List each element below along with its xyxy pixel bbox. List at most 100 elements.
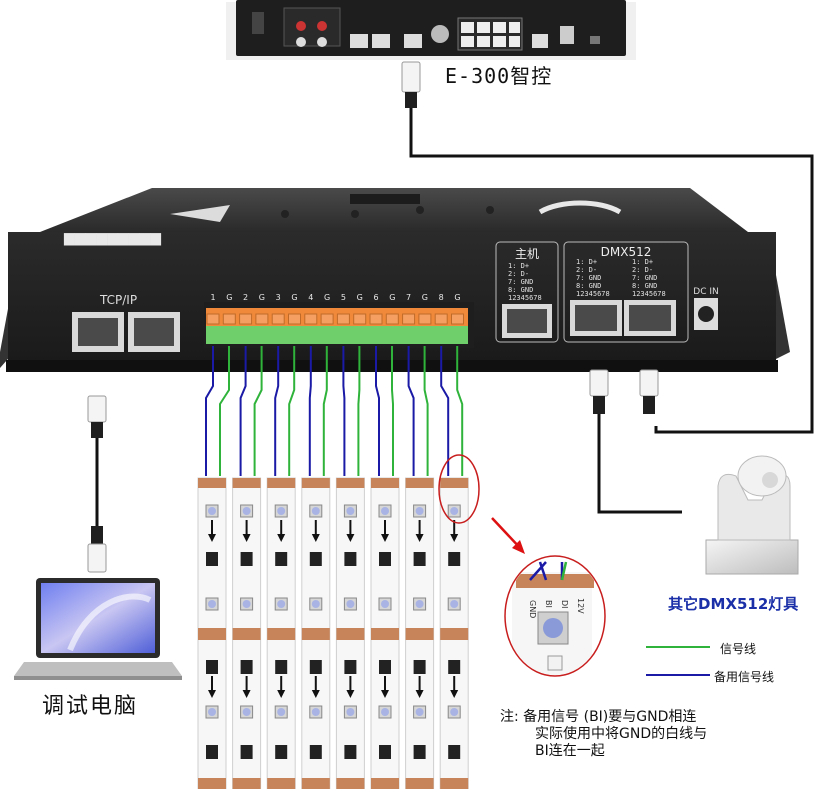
laptop-icon: [14, 578, 182, 680]
backup-wire: [308, 346, 312, 476]
terminal-label: G: [259, 293, 265, 302]
pin-label: 1: D+: [576, 258, 597, 266]
e300-cable: [409, 152, 814, 434]
arrow-down-icon: [311, 690, 320, 698]
pin-label: 7: GND: [576, 274, 601, 282]
terminal-label: 1: [210, 293, 215, 302]
arrow-down-icon: [208, 690, 216, 698]
svg-text:▆▆▆▆▆▆▆▆▆: ▆▆▆▆▆▆▆▆▆: [63, 230, 161, 246]
pin-label: 8: GND: [632, 282, 657, 290]
backup-wire: [239, 346, 247, 476]
arrow-down-icon: [381, 690, 389, 698]
pin-label: 2: D-: [576, 266, 597, 274]
note-line-1: 注: 备用信号 (BI)要与GND相连: [500, 709, 697, 725]
backup-wire: [407, 346, 415, 476]
pin-label: 7: GND: [508, 278, 533, 286]
terminal-screw: [434, 313, 448, 325]
pin-label: 8: GND: [508, 286, 533, 294]
dmx-fixture-label: 其它DMX512灯具: [668, 595, 799, 613]
signal-wire: [357, 346, 361, 476]
zoom-pad-12v: 12V: [576, 598, 585, 614]
arrow-down-icon: [450, 690, 459, 698]
terminal-label: G: [324, 293, 330, 302]
e300-rj45-plug: [401, 61, 421, 154]
terminal-screw: [288, 313, 301, 325]
arrow-down-icon: [242, 690, 251, 698]
dc-in: DC IN: [693, 287, 719, 330]
signal-wire: [456, 346, 464, 476]
arrow-down-icon: [346, 690, 355, 698]
terminal-label: G: [454, 293, 460, 302]
pin-label: 1: D+: [508, 262, 529, 270]
terminal-screw: [255, 313, 269, 325]
pin-label: 1: D+: [632, 258, 653, 266]
debug-computer-label: 调试电脑: [42, 694, 139, 719]
e300-label: E-300智控: [445, 64, 553, 88]
signal-wires: [205, 346, 464, 476]
highlight-circle: [438, 454, 480, 524]
backup-wire: [274, 346, 280, 476]
dmx-label: DMX512: [601, 245, 652, 259]
terminal-label: G: [389, 293, 395, 302]
terminal-screw: [336, 313, 350, 325]
legend-signal-label: 信号线: [720, 642, 757, 656]
backup-wire: [205, 346, 214, 476]
legend-backup-label: 备用信号线: [714, 670, 775, 684]
arrow-down-icon: [242, 534, 251, 542]
pin-label: 2: D-: [508, 270, 529, 278]
led-strip: [405, 477, 435, 789]
terminal-screw: [320, 313, 334, 325]
laptop-cable: [87, 395, 107, 573]
led-strip: [232, 477, 262, 789]
signal-wire: [391, 346, 394, 476]
terminal-label: 3: [276, 293, 281, 302]
terminal-screw: [402, 313, 416, 325]
note-line-3: BI连在一起: [535, 743, 605, 759]
arrow-down-icon: [415, 534, 424, 542]
arrow-down-icon: [208, 534, 216, 542]
strip-zoom-detail: GND BI DI 12V: [504, 555, 606, 677]
terminal-label: 4: [308, 293, 313, 302]
pin-label: 12345678: [508, 294, 542, 302]
terminal-screw: [418, 313, 432, 325]
backup-wire: [375, 346, 380, 476]
terminal-label: G: [226, 293, 232, 302]
terminal-label: 5: [341, 293, 346, 302]
zoom-pad-bi: BI: [544, 600, 553, 608]
arrow-down-icon: [277, 534, 286, 542]
dmx-fixture-icon: [705, 455, 799, 575]
pin-label: 8: GND: [576, 282, 601, 290]
pin-label: 12345678: [632, 290, 666, 298]
red-arrow-icon: [491, 517, 525, 554]
terminal-label: G: [291, 293, 297, 302]
dmx-plug-right: [639, 369, 659, 414]
arrow-down-icon: [415, 690, 424, 698]
arrow-down-icon: [277, 690, 286, 698]
led-strip: [439, 477, 469, 789]
terminal-screw: [271, 313, 285, 325]
terminal-screw: [451, 313, 464, 325]
terminal-screw: [304, 313, 318, 325]
led-strip: [335, 477, 365, 789]
arrow-down-icon: [311, 534, 320, 542]
terminal-label: G: [357, 293, 363, 302]
led-strip: [301, 477, 331, 789]
terminal-label: 2: [243, 293, 248, 302]
terminal-label: 6: [373, 293, 378, 302]
signal-wire: [288, 346, 296, 476]
signal-wire: [219, 346, 230, 476]
host-label: 主机: [515, 247, 539, 261]
pin-label: 12345678: [576, 290, 610, 298]
terminal-label: 7: [406, 293, 411, 302]
terminal-screw: [369, 313, 383, 325]
terminal-screw: [222, 313, 236, 325]
dc-label: DC IN: [693, 287, 718, 297]
dmx-plug-left: [589, 369, 609, 414]
signal-wire: [322, 346, 328, 476]
backup-wire: [440, 346, 450, 476]
backup-wire: [342, 346, 346, 476]
tcpip-label: TCP/IP: [99, 293, 137, 307]
